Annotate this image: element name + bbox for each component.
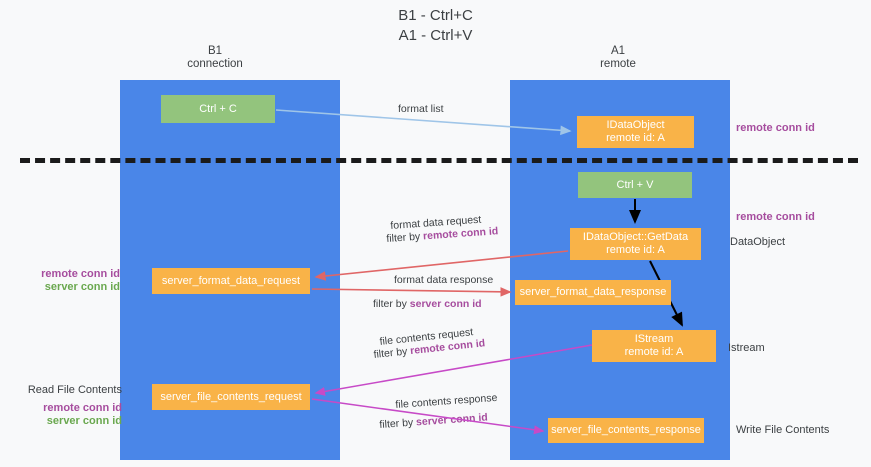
node-ctrl-c-label: Ctrl + C xyxy=(199,102,237,115)
node-ctrl-v-label: Ctrl + V xyxy=(616,178,654,191)
column-header-b1: B1 connection xyxy=(155,45,275,71)
annotation-istream: Istream xyxy=(728,342,765,355)
arrow-label-file-contents-response-filter: filter by server conn id xyxy=(379,411,488,432)
annotation-left-remote-conn-id: remote conn id xyxy=(41,268,120,280)
annotation-dataobject-text: DataObject xyxy=(730,236,786,248)
arrow-label-format-data-response-text: format data response xyxy=(394,274,494,286)
node-idataobject-getdata[interactable]: IDataObject::GetData remote id: A xyxy=(570,228,701,260)
annotation-istream-text: Istream xyxy=(728,342,765,354)
arrow-label-format-data-response-filter: filter by server conn id xyxy=(373,298,482,311)
arrow-label-format-data-response: format data response xyxy=(394,274,493,287)
node-idataobject-label: IDataObject xyxy=(606,119,665,131)
annotation-read-file-contents: Read File Contents xyxy=(27,384,122,396)
column-header-b1-sub: connection xyxy=(187,58,243,70)
arrow-label-format-list: format list xyxy=(398,103,444,116)
node-getdata-sub: remote id: A xyxy=(606,244,665,256)
node-server-file-contents-response-label: server_file_contents_response xyxy=(551,424,701,436)
arrow-label-file-contents-response-text: file contents response xyxy=(395,391,498,411)
annotation-left2-server-conn-id: server conn id xyxy=(46,415,122,427)
annotation-left2-remote-conn-id: remote conn id xyxy=(43,402,122,414)
node-istream-sub: remote id: A xyxy=(624,346,684,358)
annotation-write-file-contents-text: Write File Contents xyxy=(736,424,830,436)
filter-prefix-2: filter by xyxy=(373,298,407,310)
node-server-format-data-response[interactable]: server_format_data_response xyxy=(515,280,671,305)
filter-prefix-1: filter by xyxy=(386,230,421,245)
filter-prefix-4: filter by xyxy=(379,416,414,431)
arrow-label-file-contents-response: file contents response xyxy=(395,392,498,412)
annotation-remote-conn-id-mid: remote conn id xyxy=(736,211,815,224)
annotation-remote-conn-id-mid-text: remote conn id xyxy=(736,211,815,223)
node-server-file-contents-response[interactable]: server_file_contents_response xyxy=(548,418,704,443)
node-server-file-contents-request[interactable]: server_file_contents_request xyxy=(152,384,310,410)
title-line-1: B1 - Ctrl+C xyxy=(398,7,473,24)
annotation-left-read-file-contents: Read File Contents remote conn id server… xyxy=(20,384,122,428)
annotation-dataobject: DataObject xyxy=(730,236,785,249)
column-header-a1: A1 remote xyxy=(558,45,678,71)
node-istream[interactable]: IStream remote id: A xyxy=(592,330,716,362)
node-server-format-data-response-label: server_format_data_response xyxy=(519,286,667,298)
filter-server-conn-id-2: server conn id xyxy=(409,298,482,310)
filter-server-conn-id-4: server conn id xyxy=(415,411,489,429)
node-server-file-contents-request-label: server_file_contents_request xyxy=(160,390,302,403)
annotation-left-conn-ids-format: remote conn id server conn id xyxy=(20,268,120,294)
node-server-format-data-request[interactable]: server_format_data_request xyxy=(152,268,310,294)
column-header-b1-name: B1 xyxy=(207,45,223,57)
node-getdata-label: IDataObject::GetData xyxy=(582,231,689,243)
annotation-left-server-conn-id: server conn id xyxy=(44,281,120,293)
annotation-write-file-contents: Write File Contents xyxy=(736,424,829,437)
annotation-remote-conn-id-top-text: remote conn id xyxy=(736,122,815,134)
node-ctrl-c[interactable]: Ctrl + C xyxy=(161,95,275,123)
filter-prefix-3: filter by xyxy=(373,345,408,361)
arrow-format-data-response xyxy=(311,287,512,297)
node-idataobject-sub: remote id: A xyxy=(606,132,665,144)
column-header-a1-name: A1 xyxy=(610,45,626,57)
title-line-2: A1 - Ctrl+V xyxy=(398,27,473,44)
page-title: B1 - Ctrl+C A1 - Ctrl+V xyxy=(0,6,871,46)
node-ctrl-v[interactable]: Ctrl + V xyxy=(578,172,692,198)
node-idataobject[interactable]: IDataObject remote id: A xyxy=(577,116,694,148)
node-server-format-data-request-label: server_format_data_request xyxy=(161,274,301,287)
annotation-remote-conn-id-top: remote conn id xyxy=(736,122,815,135)
section-divider xyxy=(20,158,858,163)
arrow-label-format-list-text: format list xyxy=(398,103,444,115)
column-header-a1-sub: remote xyxy=(600,58,636,70)
node-istream-label: IStream xyxy=(634,333,674,345)
